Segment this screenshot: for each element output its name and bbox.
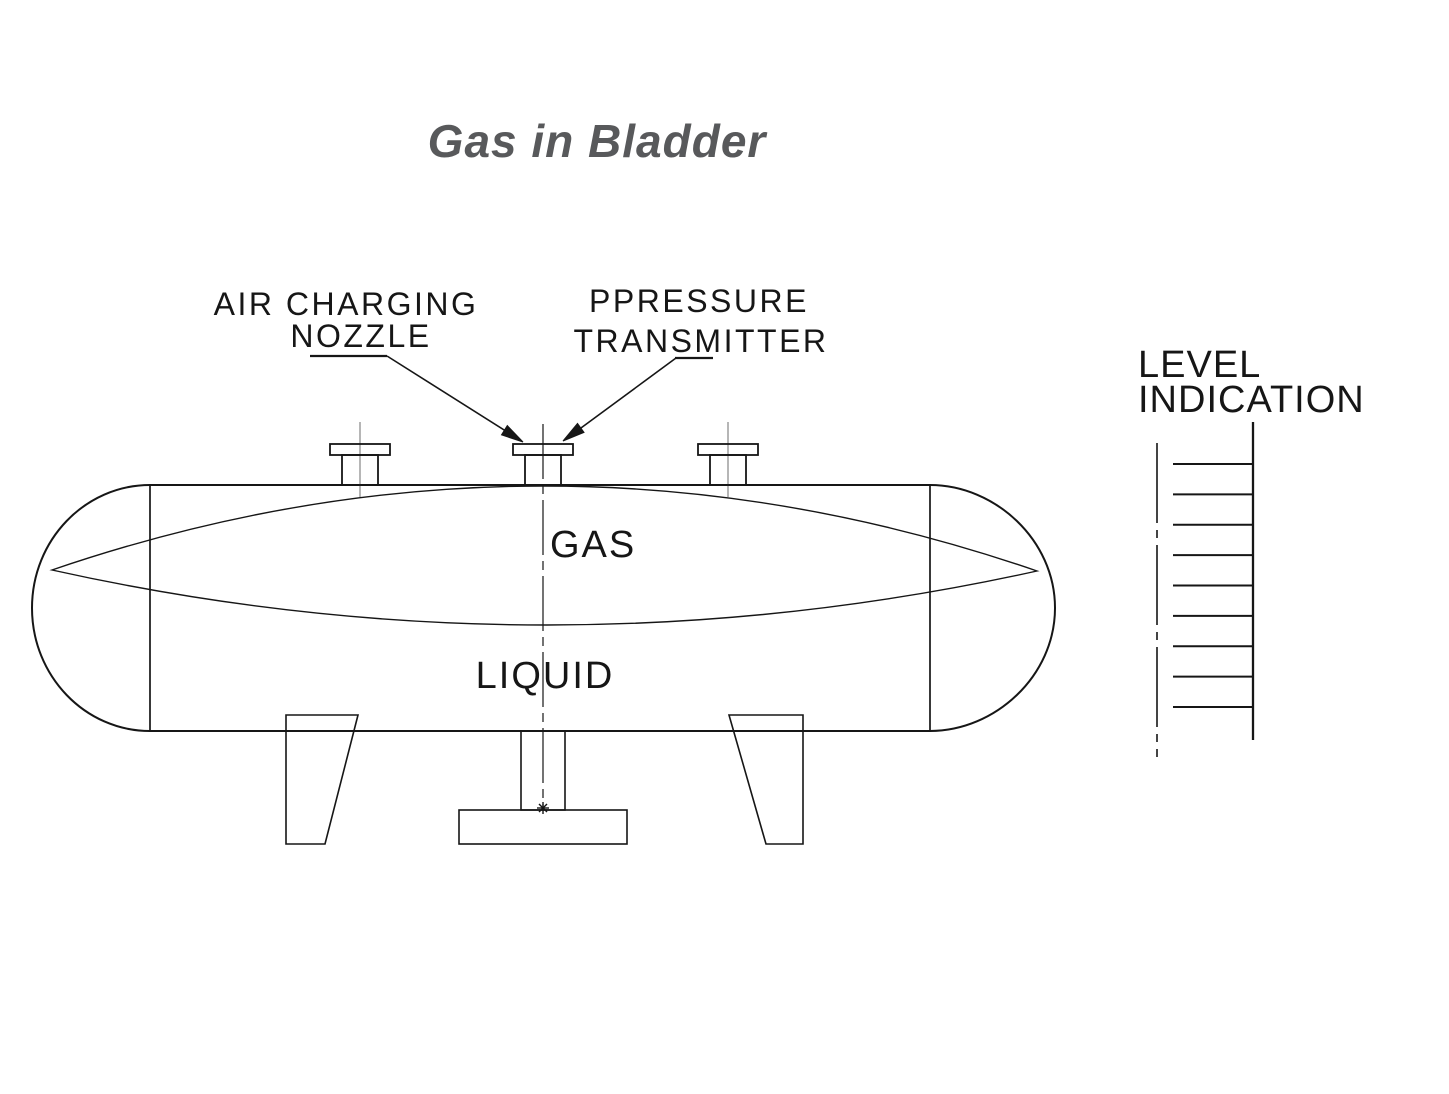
level-indication-label-line1: LEVEL xyxy=(1138,344,1261,386)
left-support-leg xyxy=(285,714,360,845)
callout-pressure-transmitter: PPRESSURE TRANSMITTER xyxy=(562,283,828,442)
page-title: Gas in Bladder xyxy=(428,115,768,167)
pressure-leader-line xyxy=(565,357,677,440)
right-support-leg xyxy=(727,714,804,845)
air-charging-label-line2: NOZZLE xyxy=(290,318,431,354)
level-indication-label-line2: INDICATION xyxy=(1138,379,1365,421)
vessel xyxy=(30,484,1057,732)
pressure-arrowhead-icon xyxy=(562,422,585,442)
left-nozzle-flange xyxy=(329,443,391,456)
liquid-label: LIQUID xyxy=(476,655,615,697)
left-head xyxy=(30,484,151,732)
level-ticks xyxy=(1173,463,1253,708)
air-charging-label-line1: AIR CHARGING xyxy=(214,286,479,322)
right-nozzle-flange xyxy=(697,443,759,456)
bladder-outline xyxy=(49,485,1040,626)
callout-air-charging-nozzle: AIR CHARGING NOZZLE xyxy=(214,286,524,443)
right-head xyxy=(929,484,1057,732)
pressure-label-line1: PPRESSURE xyxy=(589,283,809,319)
center-mark-star xyxy=(537,802,549,814)
air-charging-leader-line xyxy=(386,355,521,441)
level-indicator: LEVEL INDICATION xyxy=(1138,344,1365,757)
air-charging-arrowhead-icon xyxy=(500,424,524,443)
pressure-label-line2: TRANSMITTER xyxy=(573,323,828,359)
base-plate xyxy=(458,809,628,845)
supports xyxy=(285,714,804,845)
gas-label: GAS xyxy=(550,524,636,566)
